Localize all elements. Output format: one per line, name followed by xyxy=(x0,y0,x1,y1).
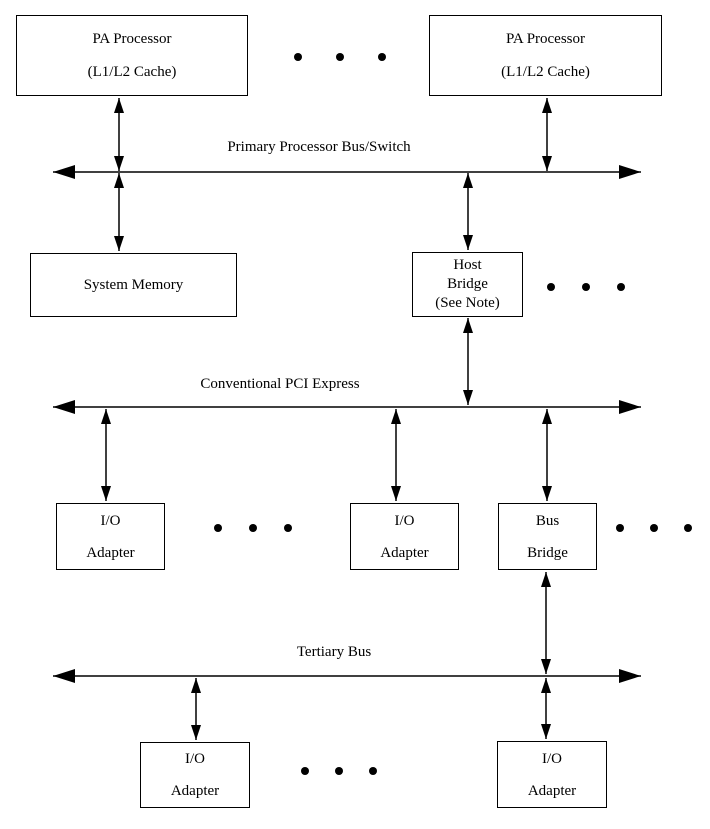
dot-icon xyxy=(369,767,377,775)
node-label: System Memory xyxy=(83,276,184,293)
node-label: Adapter xyxy=(170,783,220,799)
ellipsis-more-io-adapters-tertiary xyxy=(301,767,377,775)
dot-icon xyxy=(301,767,309,775)
node-label: Adapter xyxy=(380,544,429,561)
pci-express-bus-label: Conventional PCI Express xyxy=(200,376,360,392)
node-label: PA Processor xyxy=(92,30,172,47)
node-label: (L1/L2 Cache) xyxy=(87,63,177,80)
ellipsis-more-host-bridges xyxy=(547,283,625,291)
node-label: Bridge xyxy=(527,544,568,561)
node-io-adapter-4: I/O Adapter xyxy=(497,741,607,808)
dot-icon xyxy=(378,53,386,61)
node-io-adapter-2: I/O Adapter xyxy=(350,503,459,570)
ellipsis-more-io-adapters-pci xyxy=(214,524,292,532)
dot-icon xyxy=(336,53,344,61)
node-label: Bus xyxy=(535,512,560,529)
dot-icon xyxy=(294,53,302,61)
node-label: I/O xyxy=(185,751,205,767)
dot-icon xyxy=(214,524,222,532)
dot-icon xyxy=(684,524,692,532)
dot-icon xyxy=(249,524,257,532)
dot-icon xyxy=(616,524,624,532)
tertiary-bus-label: Tertiary Bus xyxy=(296,644,372,660)
node-io-adapter-1: I/O Adapter xyxy=(56,503,165,570)
node-system-memory: System Memory xyxy=(30,253,237,317)
dot-icon xyxy=(547,283,555,291)
node-label: (See Note) xyxy=(435,295,500,311)
dot-icon xyxy=(617,283,625,291)
node-bus-bridge: Bus Bridge xyxy=(498,503,597,570)
ellipsis-more-processors xyxy=(294,53,386,61)
node-label: Adapter xyxy=(527,782,577,799)
node-label: I/O xyxy=(100,512,121,529)
node-label: PA Processor xyxy=(505,30,586,47)
node-label: I/O xyxy=(394,512,415,529)
node-label: I/O xyxy=(542,750,562,767)
node-host-bridge: Host Bridge (See Note) xyxy=(412,252,523,317)
node-io-adapter-3: I/O Adapter xyxy=(140,742,250,808)
node-pa-processor-left: PA Processor (L1/L2 Cache) xyxy=(16,15,248,96)
dot-icon xyxy=(650,524,658,532)
node-pa-processor-right: PA Processor (L1/L2 Cache) xyxy=(429,15,662,96)
dot-icon xyxy=(284,524,292,532)
node-label: Bridge xyxy=(447,276,488,292)
primary-bus-label: Primary Processor Bus/Switch xyxy=(227,139,411,155)
node-label: Adapter xyxy=(86,544,135,561)
node-label: (L1/L2 Cache) xyxy=(501,63,590,80)
dot-icon xyxy=(582,283,590,291)
ellipsis-more-bus-bridges xyxy=(616,524,692,532)
dot-icon xyxy=(335,767,343,775)
node-label: Host xyxy=(453,257,482,273)
